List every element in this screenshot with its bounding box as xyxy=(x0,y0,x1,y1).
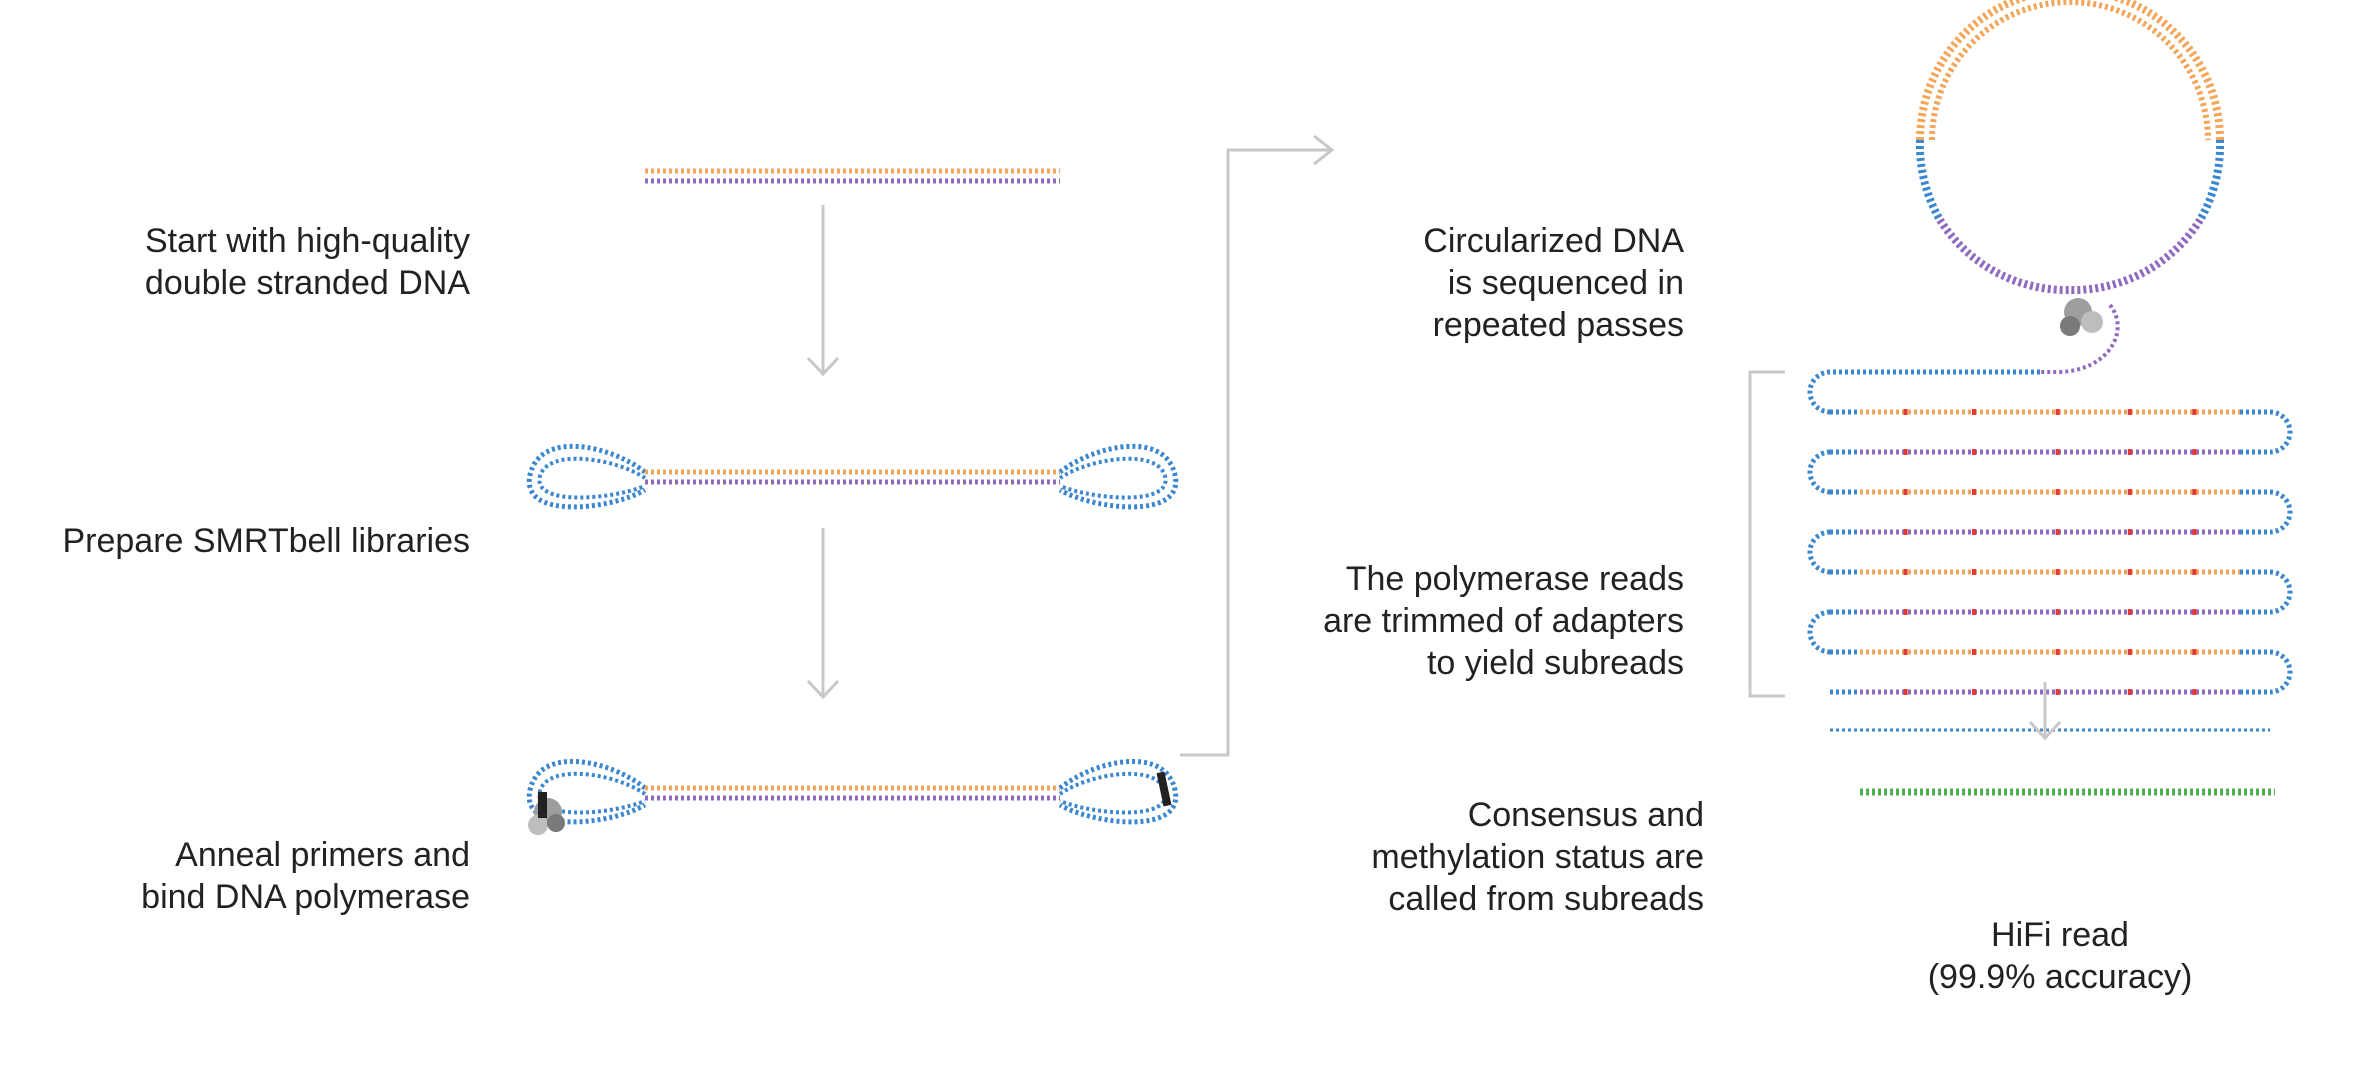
methylation-mark xyxy=(1972,489,1976,495)
methylation-mark xyxy=(1903,689,1908,695)
methylation-mark xyxy=(2055,649,2060,655)
methylation-mark xyxy=(2055,409,2060,415)
methylation-mark xyxy=(1903,609,1908,615)
methylation-mark xyxy=(1903,529,1908,535)
methylation-mark xyxy=(2055,689,2060,695)
dsdna-linear xyxy=(645,168,1060,184)
subreads-bracket xyxy=(1748,370,1785,698)
methylation-mark xyxy=(2127,489,2132,495)
methylation-mark xyxy=(2127,449,2132,455)
label-hifi-read: HiFi read(99.9% accuracy) xyxy=(1927,916,2193,996)
methylation-mark xyxy=(1972,689,1976,695)
arrow-down-1 xyxy=(806,205,840,377)
label-prepare-smrtbell: Prepare SMRTbell libraries xyxy=(62,522,470,560)
polymerase-enzyme-icon xyxy=(528,792,565,835)
methylation-mark xyxy=(1903,449,1908,455)
methylation-mark xyxy=(2192,609,2197,615)
methylation-mark xyxy=(1972,409,1976,415)
methylation-mark xyxy=(2192,409,2197,415)
methylation-mark xyxy=(2055,569,2060,575)
diagram-graphics xyxy=(526,0,2293,835)
read-turn-left xyxy=(1807,529,1831,575)
read-turn-right xyxy=(2269,409,2293,455)
methylation-mark xyxy=(1903,569,1908,575)
methylation-mark xyxy=(2192,689,2197,695)
methylation-mark xyxy=(1903,649,1908,655)
read-turn-right xyxy=(2269,649,2293,695)
methylation-mark xyxy=(2192,529,2197,535)
methylation-mark xyxy=(2127,569,2132,575)
methylation-mark xyxy=(2055,489,2060,495)
arrow-down-2 xyxy=(806,528,840,700)
methylation-mark xyxy=(1903,409,1908,415)
read-turn-left xyxy=(1807,449,1831,495)
methylation-mark xyxy=(2192,569,2197,575)
methylation-mark xyxy=(2127,649,2132,655)
polymerase-enzyme-icon xyxy=(2060,298,2103,336)
methylation-mark xyxy=(2127,409,2132,415)
methylation-mark xyxy=(1972,449,1976,455)
read-turn-right xyxy=(2269,489,2293,535)
circular-dna xyxy=(1915,0,2225,374)
methylation-mark xyxy=(2055,529,2060,535)
methylation-mark xyxy=(2192,649,2197,655)
methylation-mark xyxy=(2192,449,2197,455)
methylation-mark xyxy=(1972,609,1976,615)
read-turn-left xyxy=(1807,609,1831,655)
smrtbell-with-polymerase xyxy=(526,758,1179,835)
methylation-mark xyxy=(2192,489,2197,495)
methylation-mark xyxy=(2127,529,2132,535)
polymerase-read-subreads xyxy=(1807,369,2293,732)
methylation-mark xyxy=(1903,489,1908,495)
arrow-down-hifi xyxy=(2028,682,2062,741)
read-turn-right xyxy=(2269,569,2293,615)
primer-icon xyxy=(1156,771,1172,807)
arrow-elbow-to-circle xyxy=(1180,134,1335,757)
methylation-mark xyxy=(1972,529,1976,535)
methylation-mark xyxy=(2127,609,2132,615)
methylation-mark xyxy=(1972,649,1976,655)
read-turn-left xyxy=(1807,369,1831,415)
methylation-mark xyxy=(1972,569,1976,575)
smrtbell-library xyxy=(526,443,1179,510)
methylation-mark xyxy=(2055,609,2060,615)
methylation-mark xyxy=(2055,449,2060,455)
methylation-mark xyxy=(2127,689,2132,695)
